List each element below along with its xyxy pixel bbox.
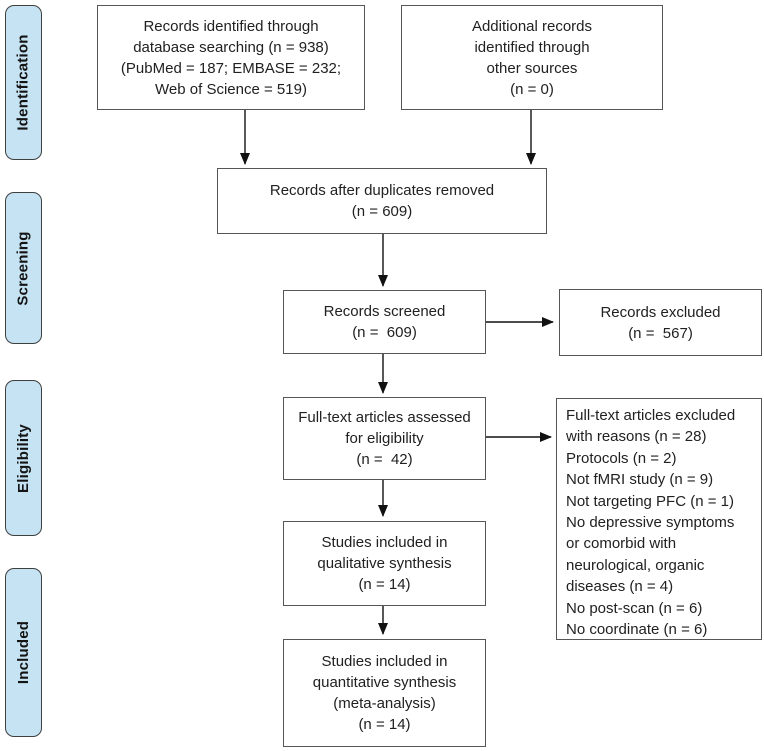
box-quantitative-synthesis-line: (n = 14) xyxy=(358,716,411,733)
box-quantitative-synthesis: Studies included in quantitative synthes… xyxy=(283,639,486,747)
box-quantitative-synthesis-line: quantitative synthesis xyxy=(312,674,457,691)
box-qualitative-synthesis: Studies included in qualitative synthesi… xyxy=(283,521,486,606)
stage-screening-label: Screening xyxy=(15,230,33,306)
stage-identification-label: Identification xyxy=(15,34,33,131)
box-fulltext-excluded: Full-text articles excluded with reasons… xyxy=(556,398,762,640)
box-additional-records-line: Additional records xyxy=(471,17,593,35)
box-fulltext-excluded-line: or comorbid with xyxy=(566,535,677,553)
stage-included: Included xyxy=(5,568,42,737)
box-fulltext-assessed-line: for eligibility xyxy=(345,430,424,447)
box-additional-records: Additional records identified through ot… xyxy=(401,5,663,110)
box-quantitative-synthesis-line: Studies included in xyxy=(321,653,448,670)
box-fulltext-excluded-line: No post-scan (n = 6) xyxy=(566,599,703,617)
box-additional-records-line: (n = 0) xyxy=(510,80,554,98)
box-records-screened: Records screened (n = 609) xyxy=(283,290,486,354)
box-fulltext-excluded-line: Full-text articles excluded xyxy=(566,407,736,424)
box-fulltext-excluded-line: Not fMRI study (n = 9) xyxy=(566,471,714,489)
box-fulltext-excluded-line: with reasons (n = 28) xyxy=(566,428,707,446)
box-qualitative-synthesis-line: (n = 14) xyxy=(358,576,411,593)
box-duplicates-removed: Records after duplicates removed (n = 60… xyxy=(217,168,547,234)
box-fulltext-assessed-line: Full-text articles assessed xyxy=(298,409,471,426)
box-records-excluded-line: Records excluded xyxy=(600,303,721,321)
box-qualitative-synthesis-line: Studies included in xyxy=(321,534,448,551)
box-duplicates-removed-line: (n = 609) xyxy=(351,203,413,220)
box-additional-records-line: other sources xyxy=(486,59,578,77)
box-records-excluded-line: (n = 567) xyxy=(628,324,693,342)
stage-eligibility: Eligibility xyxy=(5,380,42,536)
stage-included-label: Included xyxy=(15,620,32,685)
box-fulltext-excluded-line: diseases (n = 4) xyxy=(566,578,674,596)
box-duplicates-removed-line: Records after duplicates removed xyxy=(269,182,495,199)
stage-screening: Screening xyxy=(5,192,42,344)
box-records-screened-line: Records screened xyxy=(323,303,446,320)
box-records-identified-line: Web of Science = 519) xyxy=(155,80,307,98)
box-records-identified: Records identified through database sear… xyxy=(97,5,365,110)
box-records-screened-line: (n = 609) xyxy=(352,324,417,341)
box-fulltext-assessed: Full-text articles assessed for eligibil… xyxy=(283,397,486,480)
box-additional-records-line: identified through xyxy=(474,38,590,56)
stage-identification: Identification xyxy=(5,5,42,160)
box-fulltext-excluded-line: Protocols (n = 2) xyxy=(566,449,677,467)
box-fulltext-assessed-line: (n = 42) xyxy=(356,451,413,468)
box-records-identified-line: (PubMed = 187; EMBASE = 232; xyxy=(120,59,342,77)
box-fulltext-excluded-line: No coordinate (n = 6) xyxy=(566,621,708,639)
stage-eligibility-label: Eligibility xyxy=(15,423,32,493)
box-fulltext-excluded-line: Not targeting PFC (n = 1) xyxy=(566,492,734,510)
box-records-identified-line: database searching (n = 938) xyxy=(133,38,329,56)
box-records-identified-line: Records identified through xyxy=(143,17,319,35)
box-qualitative-synthesis-line: qualitative synthesis xyxy=(317,555,452,572)
box-fulltext-excluded-line: neurological, organic xyxy=(566,556,705,574)
box-records-excluded: Records excluded (n = 567) xyxy=(559,289,762,356)
box-quantitative-synthesis-line: (meta-analysis) xyxy=(333,695,436,712)
box-fulltext-excluded-line: No depressive symptoms xyxy=(566,514,735,532)
